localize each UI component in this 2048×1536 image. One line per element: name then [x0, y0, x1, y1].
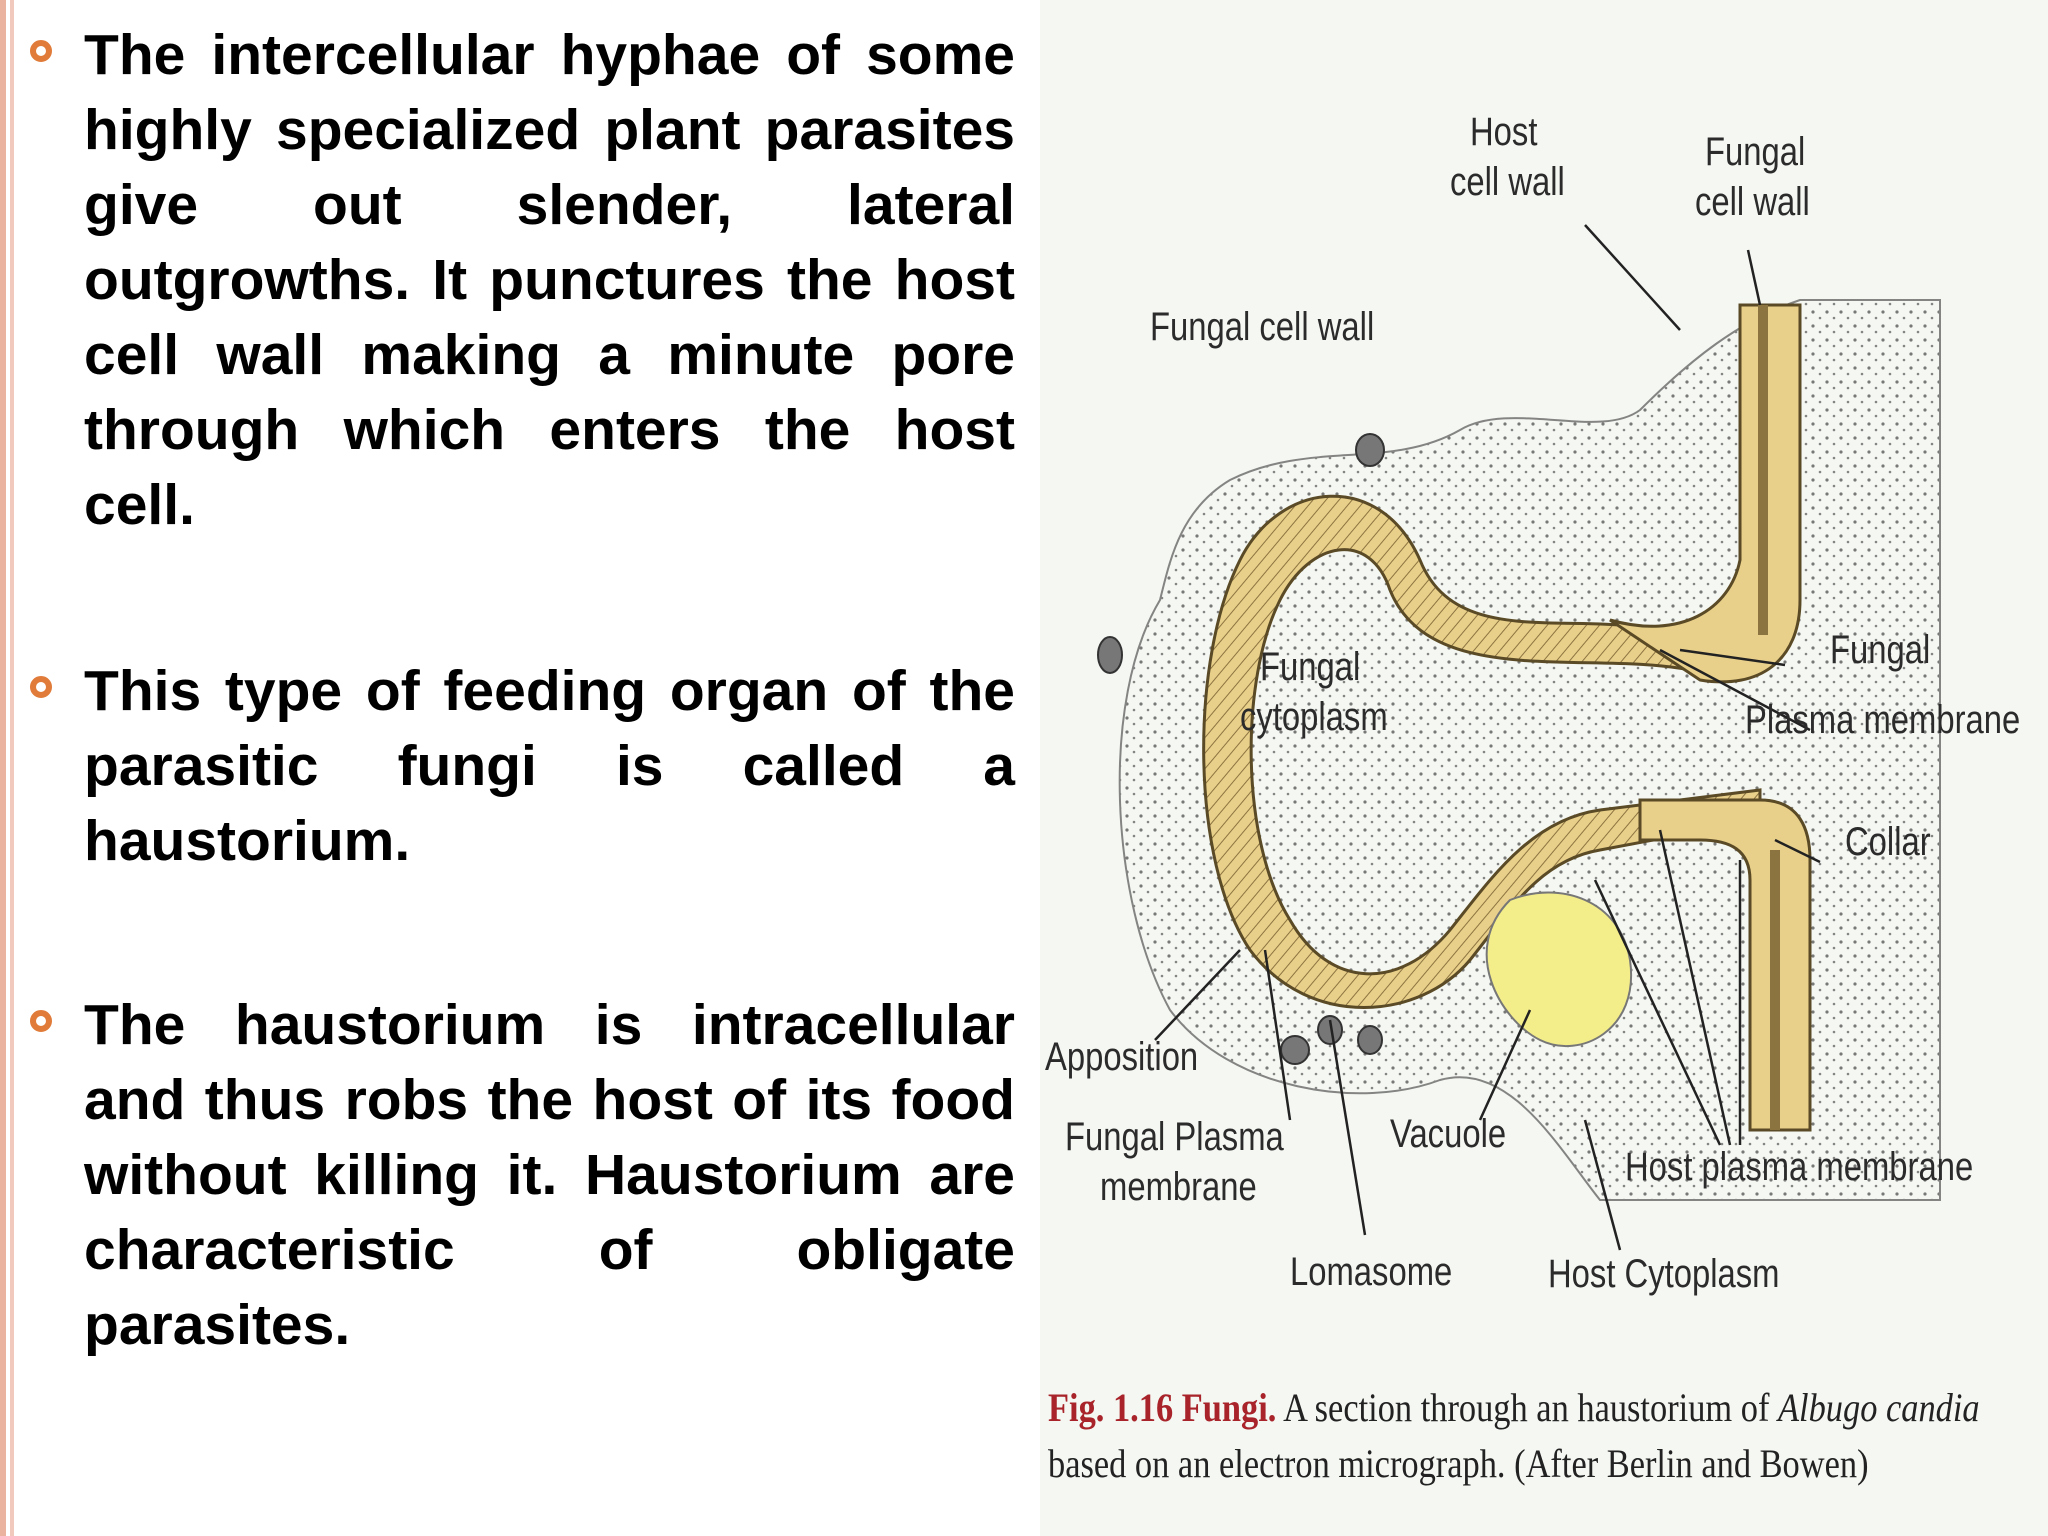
- bullet-circle-icon: [30, 676, 52, 698]
- label-fungal-cytoplasm-2: cytoplasm: [1240, 695, 1388, 739]
- label-collar: Collar: [1845, 820, 1931, 864]
- label-fungal-cell-wall-top-1: Fungal: [1705, 130, 1806, 174]
- haustorium-figure: Host cell wall Fungal cell wall Fungal c…: [1040, 0, 2048, 1536]
- label-host-plasma-membrane: Host plasma membrane: [1625, 1145, 1974, 1189]
- label-vacuole: Vacuole: [1390, 1112, 1507, 1156]
- bullet-text: The intercellular hyphae of some highly …: [84, 23, 1015, 537]
- caption-line-2: based on an electron micrograph. (After …: [1048, 1441, 1869, 1486]
- label-host-cell-wall-2: cell wall: [1450, 160, 1565, 204]
- label-fungal-cytoplasm-1: Fungal: [1260, 645, 1361, 689]
- haustorium-diagram: [1097, 224, 1941, 1251]
- label-lomasome: Lomasome: [1290, 1250, 1453, 1294]
- label-fungal-plasma-membrane-2: membrane: [1100, 1165, 1257, 1209]
- bullet-circle-icon: [30, 1010, 52, 1032]
- label-fungal-cell-wall-left: Fungal cell wall: [1150, 305, 1375, 349]
- bullet-circle-icon: [30, 40, 52, 62]
- slide-edge-decoration: [0, 0, 22, 1536]
- bullet-item-1: The intercellular hyphae of some highly …: [30, 18, 1015, 543]
- caption-text: A section through an haustorium of: [1276, 1385, 1779, 1430]
- label-fungal-plasma-membrane-1: Fungal Plasma: [1065, 1115, 1284, 1159]
- label-fungal-cell-wall-top-2: cell wall: [1695, 180, 1810, 224]
- bullet-text: This type of feeding organ of the parasi…: [84, 659, 1015, 873]
- fungal-cell-wall-upper: [1609, 303, 1802, 684]
- caption-line-1: Fig. 1.16 Fungi. A section through an ha…: [1048, 1380, 1980, 1436]
- vacuole: [1485, 891, 1633, 1048]
- figure-caption: Fig. 1.16 Fungi. A section through an ha…: [1048, 1380, 1980, 1492]
- caption-figure-number: Fig. 1.16 Fungi.: [1048, 1385, 1277, 1430]
- bullet-text: The haustorium is intracellular and thus…: [84, 993, 1015, 1357]
- caption-species: Albugo candia: [1778, 1385, 1980, 1430]
- label-host-cell-wall-1: Host: [1470, 110, 1538, 154]
- bullet-item-3: The haustorium is intracellular and thus…: [30, 988, 1015, 1363]
- label-fungal-pm-1: Fungal: [1830, 628, 1931, 672]
- haustorium-wall: [1202, 494, 1762, 1009]
- label-fungal-pm-2: Plasma membrane: [1745, 698, 2021, 742]
- label-apposition: Apposition: [1045, 1035, 1199, 1079]
- bullet-item-2: This type of feeding organ of the parasi…: [30, 654, 1015, 879]
- label-host-cytoplasm: Host Cytoplasm: [1548, 1252, 1780, 1296]
